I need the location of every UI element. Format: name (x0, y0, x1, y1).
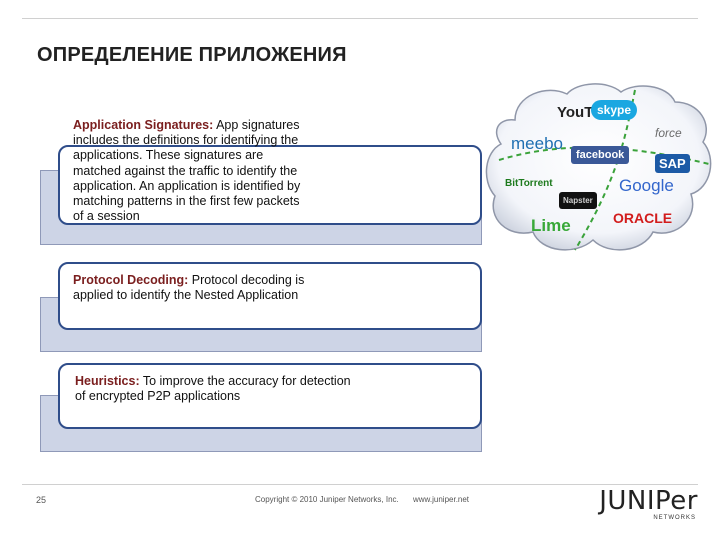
copyright-text: Copyright © 2010 Juniper Networks, Inc. (255, 495, 399, 504)
meebo-logo-text: meebo (511, 134, 563, 153)
card-heuristics (58, 363, 482, 429)
card-body: To improve the accuracy for detection of… (75, 374, 351, 404)
card-application-signatures-text: Application Signatures: App signatures i… (73, 118, 305, 224)
google-logo-text: Google (619, 176, 674, 195)
card-body: Protocol decoding is applied to identify… (73, 273, 305, 303)
lime-logo: Lime (531, 216, 571, 236)
juniper-logo-subtext: NETWORKS (653, 515, 696, 521)
bittorrent-logo: BitTorrent (505, 178, 553, 189)
napster-logo: Napster (559, 192, 597, 209)
card-body: App signatures includes the definitions … (73, 118, 301, 224)
force-logo: force (655, 126, 682, 140)
lime-logo-text: Lime (531, 216, 571, 235)
page-number: 25 (36, 495, 47, 505)
page-title: ОПРЕДЕЛЕНИЕ ПРИЛОЖЕНИЯ (37, 44, 347, 66)
bittorrent-logo-text: BitTorrent (505, 178, 553, 189)
oracle-logo: ORACLE (613, 210, 672, 226)
facebook-logo: facebook (571, 146, 630, 164)
juniper-logo-text: JUNIPer (599, 486, 698, 516)
meebo-logo: meebo (511, 134, 563, 154)
card-heuristics-text: Heuristics: To improve the accuracy for … (75, 374, 355, 404)
card-application-signatures (58, 145, 482, 225)
card-heading: Protocol Decoding: (73, 273, 189, 287)
facebook-logo-text: facebook (576, 149, 625, 161)
oracle-logo-text: ORACLE (613, 210, 673, 226)
card-protocol-decoding (58, 262, 482, 330)
footer-divider (22, 484, 698, 485)
google-logo: Google (619, 176, 674, 196)
juniper-logo: JUNIPer NETWORKS (596, 486, 706, 526)
skype-logo-text: skype (597, 103, 632, 117)
skype-logo: skype (591, 100, 638, 120)
napster-logo-text: Napster (563, 196, 593, 205)
force-logo-text: force (655, 126, 682, 140)
website-url: www.juniper.net (413, 495, 470, 504)
card-heading: Application Signatures: (73, 118, 214, 132)
card-heading: Heuristics: (75, 374, 140, 388)
sap-logo-text: SAP (659, 156, 686, 171)
application-logo-cloud: YouTube skype meebo force facebook SAP B… (485, 80, 713, 258)
card-protocol-decoding-text: Protocol Decoding: Protocol decoding is … (73, 273, 348, 303)
top-divider (22, 18, 698, 19)
sap-logo: SAP (655, 154, 690, 173)
